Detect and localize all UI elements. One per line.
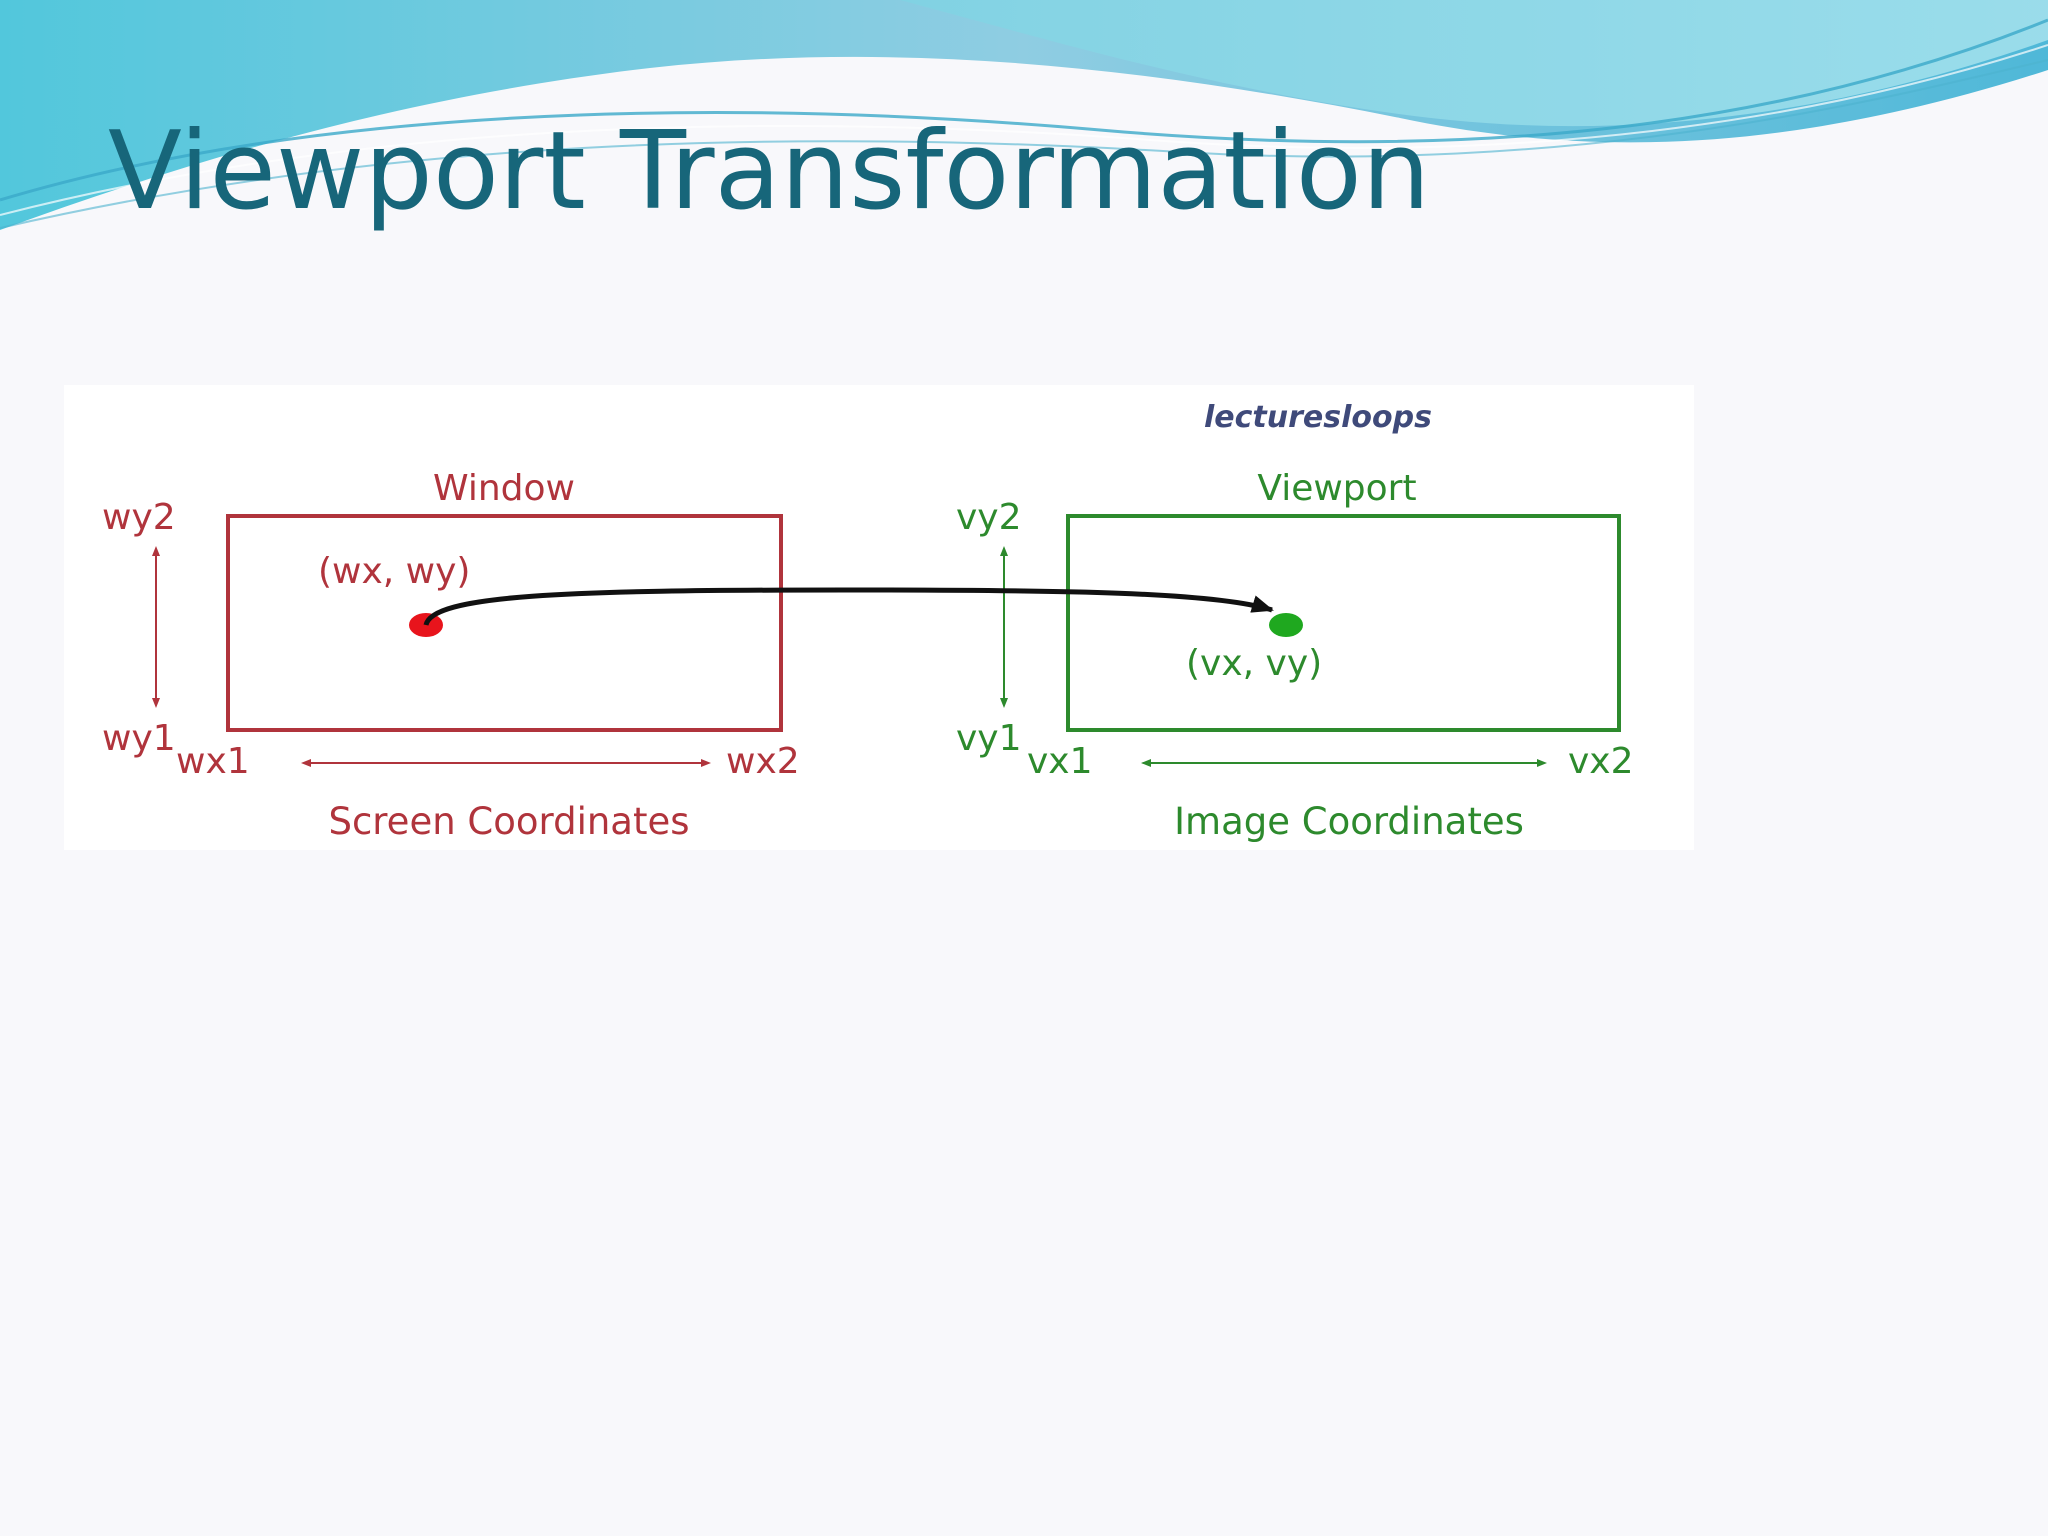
viewport-x-right-label: vx2 [1568,741,1634,782]
viewport-caption: Image Coordinates [1174,800,1524,843]
viewport-point-marker [1269,613,1303,637]
viewport-y-bottom-label: vy1 [956,718,1022,759]
viewport-transformation-diagram: lecturesloops Window wy2 wy1 wx1 wx2 (wx… [64,385,1694,850]
window-caption: Screen Coordinates [328,800,689,843]
viewport-rectangle [1066,514,1621,732]
viewport-y-top-label: vy2 [956,497,1022,538]
viewport-point-label: (vx, vy) [1186,643,1322,684]
diagram-canvas: lecturesloops Window wy2 wy1 wx1 wx2 (wx… [102,400,1634,843]
wave-header-decoration [0,0,2048,230]
window-x-left-label: wx1 [176,741,250,782]
window-point-label: (wx, wy) [318,551,470,592]
window-y-bottom-label: wy1 [102,718,176,759]
viewport-x-left-label: vx1 [1027,741,1093,782]
slide-title: Viewport Transformation [108,109,1431,234]
mapping-arrow [423,587,1274,626]
watermark-text: lecturesloops [1204,400,1432,435]
viewport-label: Viewport [1257,468,1416,509]
window-y-top-label: wy2 [102,497,176,538]
window-x-right-label: wx2 [726,741,800,782]
window-label: Window [433,468,575,509]
window-rectangle [226,514,783,732]
